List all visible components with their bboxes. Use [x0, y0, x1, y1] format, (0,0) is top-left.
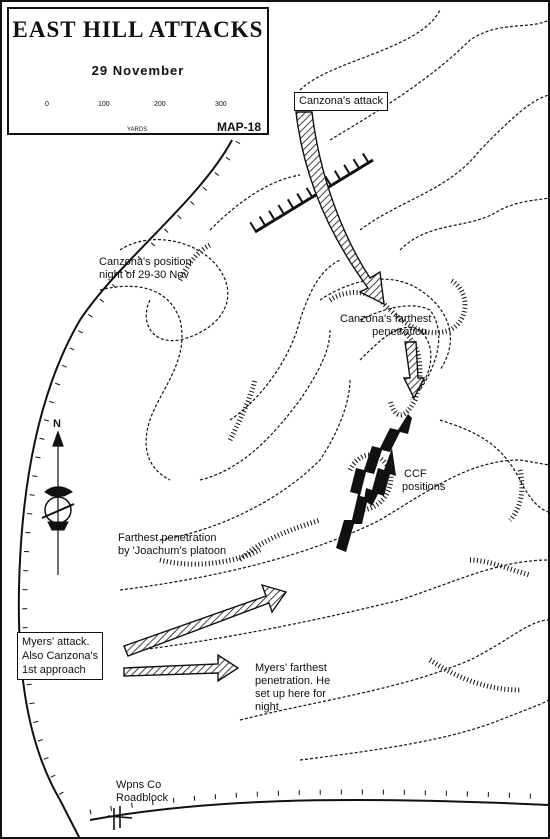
bottom-road-ticks — [89, 789, 550, 815]
north-label: N — [53, 418, 61, 430]
canzona-farthest-label: Canzona's farthest penetration — [340, 313, 432, 338]
scale-tick-100: 100 — [98, 101, 110, 108]
canzona-attack-label: Canzona's attack — [294, 92, 389, 111]
myers-farthest-arrow-icon — [123, 653, 240, 683]
title-box: EAST HILL ATTACKS 29 November 0 100 200 … — [7, 7, 269, 135]
north-arrow-icon — [52, 430, 64, 575]
contour-lines — [99, 9, 550, 761]
ccf-positions-label: CCF positions — [402, 468, 446, 493]
map-date: 29 November — [91, 63, 185, 78]
myers-farthest-label: Myers' farthest penetration. He set up h… — [255, 662, 331, 713]
scale-tick-200: 200 — [154, 101, 166, 108]
canzona-position-label: Canzona's position night of 29-30 Nov — [99, 256, 192, 281]
map-title: EAST HILL ATTACKS — [12, 17, 264, 42]
road-edge-ticks — [22, 140, 241, 804]
marine-emblem-icon — [41, 486, 75, 531]
farthest-arrow-icon — [402, 341, 426, 400]
road-line — [17, 139, 233, 839]
roadblock-icon — [107, 806, 133, 830]
roadblock-label: Wpns Co Roadblock — [116, 779, 168, 804]
ccf-position-icon — [336, 414, 412, 552]
myers-attack-arrow-icon — [123, 583, 288, 657]
attack-arrow-icon — [295, 111, 385, 306]
scale-tick-300: 300 — [215, 101, 227, 108]
scale-tick-0: 0 — [45, 101, 49, 108]
joachum-label: Farthest penetration by 'Joachum's plato… — [118, 532, 227, 557]
map-number: MAP-18 — [216, 120, 261, 134]
canzona-position-line — [249, 150, 374, 234]
myers-attack-label: Myers' attack. Also Canzona's 1st approa… — [17, 632, 104, 680]
bottom-road — [89, 799, 550, 821]
scale-unit: YARDS — [127, 127, 148, 133]
